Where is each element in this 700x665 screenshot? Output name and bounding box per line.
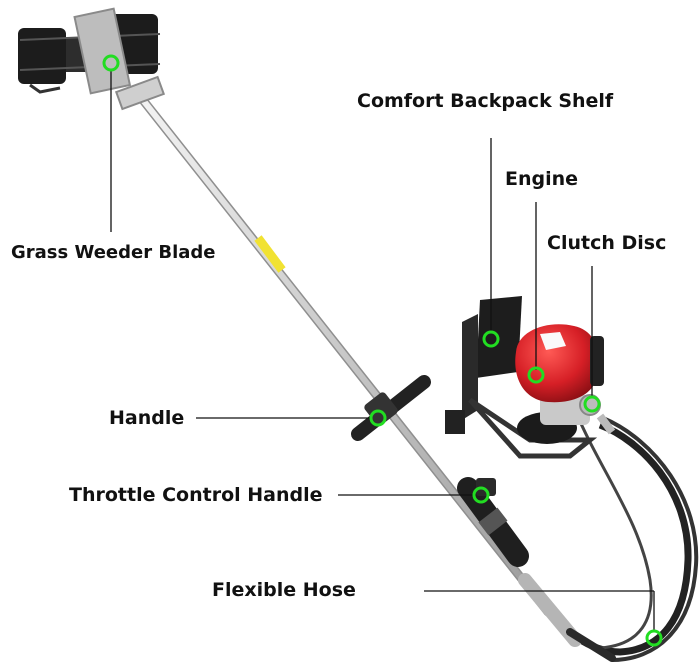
marker-flexible-hose [645, 629, 663, 647]
label-throttle-control-handle: Throttle Control Handle [69, 484, 323, 506]
label-handle: Handle [109, 407, 185, 429]
weeder-head [18, 7, 166, 111]
callout-markers [102, 54, 663, 647]
marker-comfort-backpack-shelf [482, 330, 500, 348]
marker-engine [527, 366, 545, 384]
label-grass-weeder-blade: Grass Weeder Blade [11, 242, 216, 263]
leader-lines [110, 70, 655, 632]
label-flexible-hose: Flexible Hose [212, 579, 356, 601]
loop-handle [351, 375, 431, 441]
marker-grass-weeder-blade [102, 54, 120, 72]
engine [515, 324, 616, 444]
label-engine: Engine [505, 168, 579, 190]
marker-clutch-disc [583, 395, 601, 413]
marker-handle [369, 409, 387, 427]
label-clutch-disc: Clutch Disc [547, 232, 667, 254]
drive-shaft [130, 85, 616, 662]
label-comfort-backpack-shelf: Comfort Backpack Shelf [357, 90, 614, 112]
marker-throttle-control-handle [472, 486, 490, 504]
